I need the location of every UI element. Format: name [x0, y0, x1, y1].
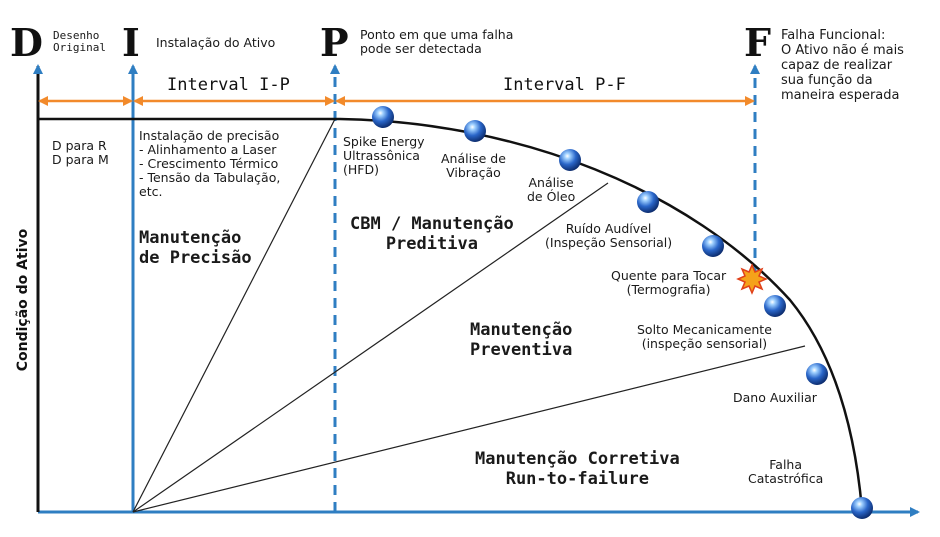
marker-i-caption: Instalação do Ativo	[156, 35, 276, 50]
curve-label-damage: Dano Auxiliar	[733, 390, 817, 405]
marker-p-caption: Ponto em que uma falha pode ser detectad…	[360, 27, 514, 56]
marker-f-letter: F	[744, 20, 771, 65]
marker-i-letter: I	[122, 20, 140, 65]
zone-cbm-label: CBM / Manutenção Preditiva	[350, 214, 514, 254]
interval-pf-label: Interval P-F	[503, 75, 626, 95]
curve-point-loose	[764, 295, 786, 317]
fan-line-corrective	[132, 345, 806, 513]
precision-install-list: Instalação de precisão - Alinhamento a L…	[139, 128, 281, 199]
condition-curve	[38, 117, 864, 511]
marker-d-caption: Desenho Original	[53, 29, 106, 54]
zone-precision-label: Manutenção de Precisão	[139, 228, 252, 268]
y-axis-label: Condição do Ativo	[15, 228, 31, 372]
curve-label-loose: Solto Mecanicamente (inspeção sensorial)	[637, 322, 772, 351]
marker-d-letter: D	[10, 20, 43, 65]
curve-label-oil: Análise de Óleo	[527, 175, 576, 204]
interval-ip-label: Interval I-P	[167, 75, 290, 95]
curve-point-hot	[702, 235, 724, 257]
curve-point-oil	[559, 149, 581, 171]
curve-point-spike-energy	[372, 106, 394, 128]
zone-preventive-label: Manutenção Preventiva	[470, 320, 573, 360]
marker-p-letter: P	[320, 20, 349, 65]
fan-line-preventive	[132, 182, 609, 513]
curve-label-catastrophic: Falha Catastrófica	[748, 457, 824, 486]
curve-point-vibration	[464, 120, 486, 142]
design-notes: D para R D para M	[52, 138, 109, 167]
curve-label-hot: Quente para Tocar (Termografia)	[611, 268, 727, 297]
curve-label-noise: Ruído Audível (Inspeção Sensorial)	[545, 221, 673, 250]
curve-label-vibration: Análise de Vibração	[441, 151, 506, 180]
fan-line-cbm	[132, 118, 336, 513]
curve-point-noise	[637, 191, 659, 213]
failure-starburst-icon	[736, 263, 768, 295]
curve-point-damage	[806, 363, 828, 385]
curve-point-catastrophic	[851, 497, 873, 519]
zone-corrective-label: Manutenção Corretiva Run-to-failure	[475, 449, 680, 489]
marker-f-caption: Falha Funcional: O Ativo não é mais capa…	[781, 28, 904, 103]
curve-label-spike-energy: Spike Energy Ultrassônica (HFD)	[343, 134, 425, 177]
